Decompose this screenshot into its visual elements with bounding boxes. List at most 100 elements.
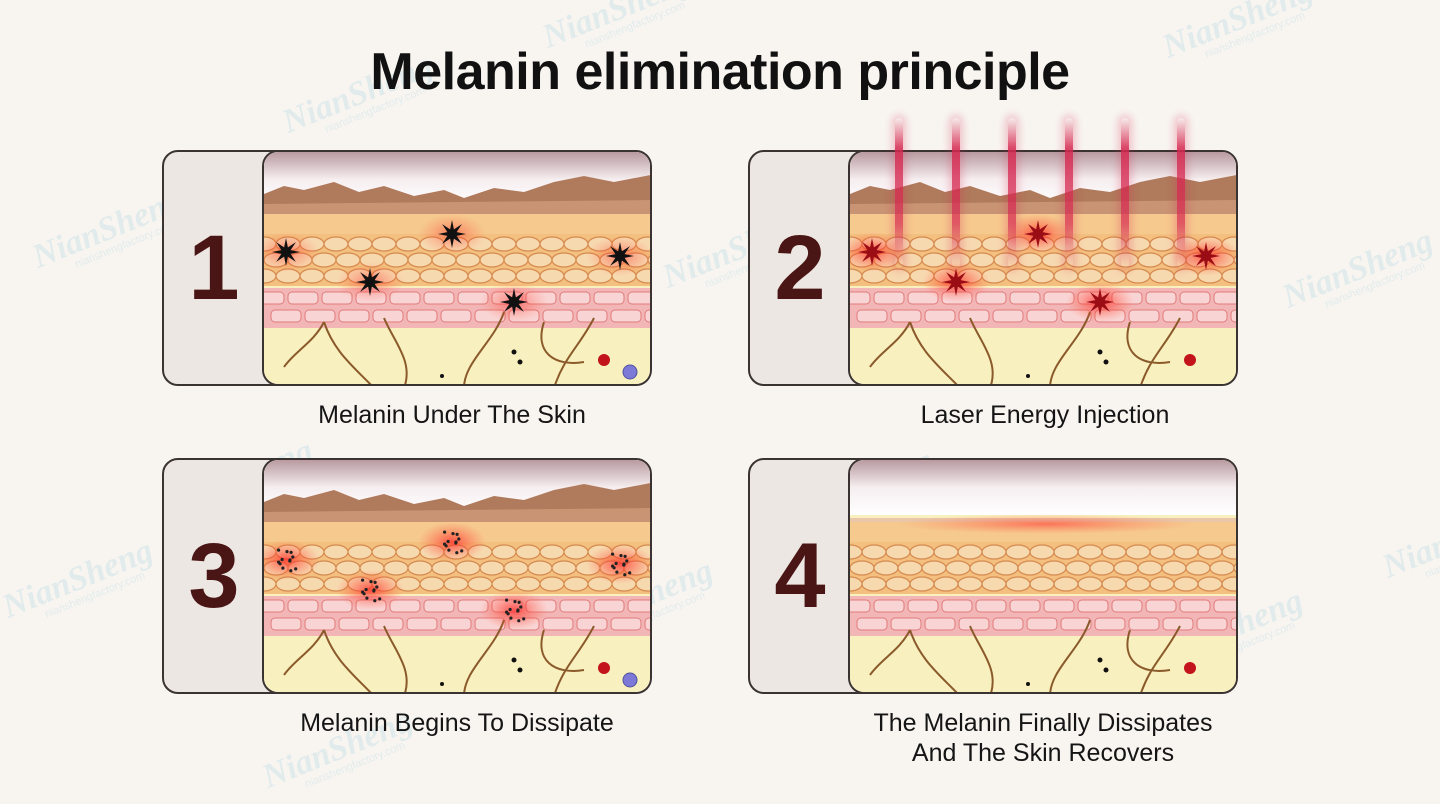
skin-cell: [981, 544, 1007, 560]
skin-illustration: [262, 152, 650, 384]
basal-cell: [1230, 309, 1236, 323]
melanin-spot: [1086, 288, 1114, 316]
basal-cell: [593, 291, 625, 305]
skin-cell: [467, 576, 493, 592]
skin-cell: [945, 560, 971, 576]
melanin-fragment: [611, 552, 615, 556]
basal-cell: [593, 599, 625, 613]
laser-beam: [952, 118, 960, 268]
basal-cell: [627, 599, 650, 613]
melanin-fragment: [365, 596, 369, 600]
basal-cell: [304, 617, 336, 631]
skin-cell: [551, 560, 577, 576]
skin-cell: [921, 560, 947, 576]
skin-cell: [527, 560, 553, 576]
basal-cell: [559, 599, 591, 613]
melanin-fragment: [447, 548, 451, 552]
basal-cell: [440, 309, 472, 323]
melanin-fragment: [446, 539, 450, 544]
skin-cell: [1029, 268, 1055, 284]
skin-cell: [431, 560, 457, 576]
step-panel-4: 4: [748, 458, 1238, 694]
skin-cell: [1125, 268, 1151, 284]
basal-cell: [1060, 617, 1092, 631]
basal-cell: [304, 309, 336, 323]
skin-cell: [1113, 560, 1139, 576]
skin-cell: [1077, 576, 1103, 592]
pigment-dot: [1026, 682, 1030, 686]
skin-cell: [455, 252, 481, 268]
skin-cell: [1089, 560, 1115, 576]
basal-cell: [264, 599, 285, 613]
basal-cell: [856, 617, 888, 631]
pigment-dot: [511, 657, 517, 663]
pigment-dot: [1103, 359, 1109, 365]
skin-illustration: [262, 460, 650, 692]
skin-cell: [299, 576, 325, 592]
skin-cell: [1173, 544, 1199, 560]
melanin-fragment: [373, 599, 377, 603]
laser-beam: [1008, 118, 1016, 268]
basal-cell: [270, 617, 302, 631]
skin-cell: [1209, 560, 1235, 576]
melanin-fragment: [522, 617, 526, 621]
skin-cell: [443, 576, 469, 592]
skin-cell: [1197, 576, 1223, 592]
melanin-fragment: [277, 548, 281, 552]
basal-cell: [850, 599, 871, 613]
skin-cell: [1137, 252, 1163, 268]
basal-cell: [338, 309, 370, 323]
skin-cell: [1173, 576, 1199, 592]
skin-cell: [539, 236, 565, 252]
heat-glow: [336, 570, 404, 610]
skin-cell: [1005, 268, 1031, 284]
melanin-fragment: [517, 600, 521, 604]
melanin-fragment: [508, 607, 512, 612]
skin-cell: [347, 236, 373, 252]
heat-glow: [418, 522, 486, 562]
skin-cell: [909, 236, 935, 252]
basal-cell: [1026, 309, 1058, 323]
basal-cell: [287, 599, 319, 613]
skin-cell: [861, 576, 887, 592]
skin-cell: [539, 544, 565, 560]
skin-cell: [1065, 560, 1091, 576]
melanin-fragment: [611, 564, 615, 568]
skin-cell: [503, 560, 529, 576]
basal-cell: [958, 309, 990, 323]
skin-cell: [563, 576, 589, 592]
basal-cell: [924, 617, 956, 631]
melanin-fragment: [361, 590, 365, 594]
skin-cell: [993, 560, 1019, 576]
basal-cell: [890, 617, 922, 631]
pigment-dot: [1097, 349, 1103, 355]
skin-cell: [1221, 544, 1236, 560]
basal-cell: [1179, 291, 1211, 305]
skin-cell: [1089, 252, 1115, 268]
melanin-fragment: [289, 550, 293, 554]
basal-cell: [287, 291, 319, 305]
skin-cell: [1053, 576, 1079, 592]
melanin-fragment: [289, 569, 293, 573]
melanin-fragment: [614, 561, 618, 566]
air: [850, 460, 1236, 515]
basal-cell: [372, 617, 404, 631]
melanin-fragment: [615, 570, 619, 574]
melanin-spot: [500, 288, 528, 316]
skin-cell: [395, 544, 421, 560]
basal-cell: [958, 617, 990, 631]
basal-cell: [1043, 599, 1075, 613]
melanin-fragment: [454, 541, 458, 545]
melanin-fragment: [517, 619, 521, 623]
basal-cell: [270, 309, 302, 323]
step-number: 1: [188, 216, 240, 319]
skin-cell: [515, 268, 541, 284]
basal-cell: [1026, 617, 1058, 631]
basal-cell: [975, 599, 1007, 613]
skin-cell: [1029, 544, 1055, 560]
skin-cell: [885, 268, 911, 284]
melanin-fragment: [378, 597, 382, 601]
melanin-fragment: [285, 550, 289, 554]
